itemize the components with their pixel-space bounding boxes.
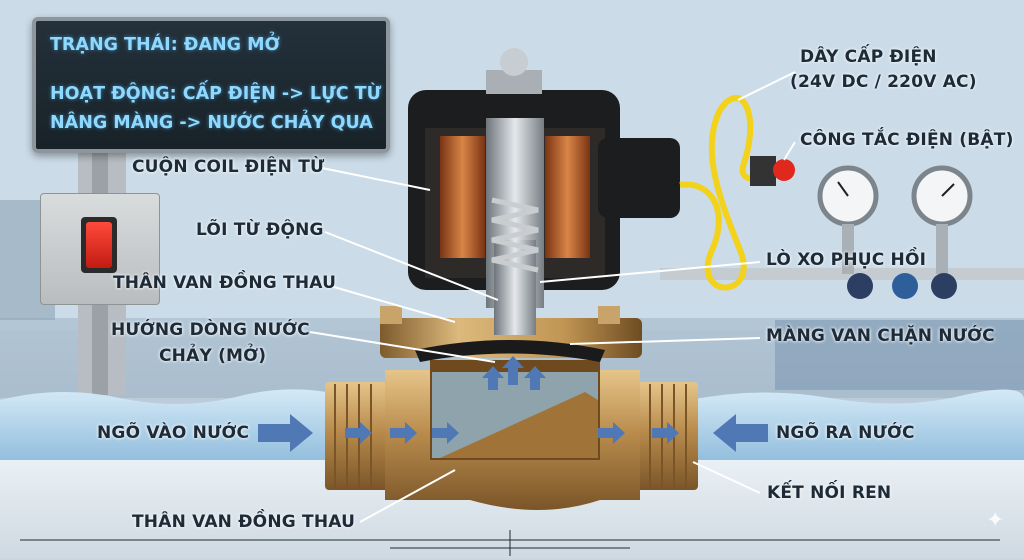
- bonnet-bolt-left: [380, 306, 402, 324]
- leader-diaphragm: [569, 337, 761, 345]
- flow-arrow-small-2-icon: [390, 422, 417, 444]
- label-cable-2: (24V DC / 220V AC): [790, 72, 977, 92]
- control-box: [40, 193, 160, 305]
- label-spring: LÒ XO PHỤC HỒI: [766, 250, 927, 270]
- return-spring-icon: [491, 197, 539, 273]
- flow-arrow-small-3-icon: [432, 422, 459, 444]
- lab-cabinet-right: [775, 320, 1024, 390]
- water-surface-right: [690, 389, 1024, 470]
- bonnet-bolt-right: [598, 306, 620, 324]
- power-cable: [679, 95, 772, 291]
- sparkle-icon: ✦: [986, 508, 1005, 533]
- leader-thread: [692, 461, 761, 494]
- solenoid-head: [408, 48, 680, 335]
- label-core: LÕI TỪ ĐỘNG: [196, 220, 324, 240]
- status-line-operation-2: NÂNG MÀNG -> NƯỚC CHẢY QUA: [50, 113, 373, 133]
- outlet-big-arrow-icon: [713, 414, 768, 452]
- label-coil: CUỘN COIL ĐIỆN TỪ: [132, 157, 325, 177]
- leader-core: [324, 231, 499, 301]
- leader-spring: [539, 261, 761, 283]
- flow-arrow-small-4-icon: [598, 422, 625, 444]
- leader-body-lower: [359, 469, 456, 523]
- label-body-upper: THÂN VAN ĐỒNG THAU: [113, 273, 337, 293]
- leader-cable: [737, 71, 796, 101]
- status-display-panel: TRẠNG THÁI: ĐANG MỞ HOẠT ĐỘNG: CẤP ĐIỆN …: [32, 17, 390, 153]
- coil-winding-right: [545, 136, 590, 258]
- flow-arrows: [258, 356, 768, 452]
- rocker-switch[interactable]: [81, 217, 117, 273]
- leader-switch: [783, 141, 796, 161]
- label-cable-1: DÂY CẤP ĐIỆN: [800, 47, 937, 67]
- rocker-switch-red-icon: [86, 222, 112, 268]
- diaphragm: [415, 340, 605, 362]
- status-line-operation-1: HOẠT ĐỘNG: CẤP ĐIỆN -> LỰC TỪ: [50, 84, 382, 104]
- label-flow-direction-2: CHẢY (MỞ): [159, 346, 267, 366]
- label-switch: CÔNG TẮC ĐIỆN (BẬT): [800, 130, 1014, 150]
- label-inlet: NGÕ VÀO NƯỚC: [97, 423, 250, 443]
- label-flow-direction-1: HƯỚNG DÒNG NƯỚC: [111, 320, 310, 340]
- flow-arrow-up-1-icon: [502, 356, 524, 385]
- connector-plug: [598, 138, 680, 218]
- label-body-lower: THÂN VAN ĐỒNG THAU: [132, 512, 356, 532]
- flow-arrow-small-1-icon: [345, 422, 372, 444]
- coil-winding-left: [440, 136, 485, 258]
- leader-body-upper: [326, 284, 456, 323]
- flow-arrow-up-3-icon: [524, 366, 546, 390]
- flow-arrow-up-2-icon: [482, 366, 504, 390]
- valve-body: [325, 306, 698, 510]
- label-outlet: NGÕ RA NƯỚC: [776, 423, 915, 443]
- leader-flow: [309, 331, 496, 363]
- internal-weir: [440, 392, 598, 458]
- inlet-big-arrow-icon: [258, 414, 313, 452]
- label-diaphragm: MÀNG VAN CHẶN NƯỚC: [766, 326, 995, 346]
- leader-coil: [321, 167, 431, 191]
- pressure-gauge-group: [660, 165, 1024, 299]
- top-dome: [500, 48, 528, 76]
- leader-lines: [309, 71, 796, 523]
- label-thread: KẾT NỐI REN: [767, 483, 892, 503]
- water-surface: [0, 389, 360, 470]
- flow-arrow-small-5-icon: [652, 422, 679, 444]
- switch-red-button: [773, 159, 795, 181]
- switch-body: [750, 156, 776, 186]
- status-line-state: TRẠNG THÁI: ĐANG MỞ: [50, 35, 280, 55]
